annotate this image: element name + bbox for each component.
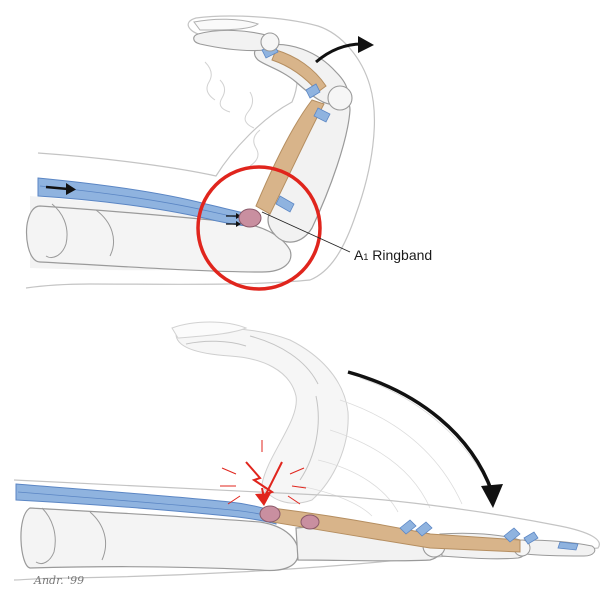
top-pip-joint (328, 86, 352, 110)
artist-signature: Andr. '99 (34, 574, 84, 587)
top-fingernail (194, 19, 258, 30)
bottom-ghost-finger (176, 329, 348, 504)
bottom-snap-motion-arrow (348, 372, 492, 492)
top-skin-wrinkles (205, 62, 260, 166)
top-panel-flexed-finger (26, 16, 374, 289)
top-motion-arrow (316, 44, 362, 62)
top-tendon-nodule (239, 209, 261, 227)
top-dip-joint (261, 33, 279, 51)
bottom-tendon-nodule (260, 506, 280, 522)
top-motion-arrowhead (358, 36, 374, 53)
bottom-panel-extending-finger (14, 322, 599, 580)
pain-arrowhead (255, 493, 271, 506)
bottom-snap-motion-arrowhead (481, 484, 503, 508)
bottom-tendon-nodule-2 (301, 515, 319, 529)
a1-ringband-label: A1 Ringband (354, 247, 432, 263)
